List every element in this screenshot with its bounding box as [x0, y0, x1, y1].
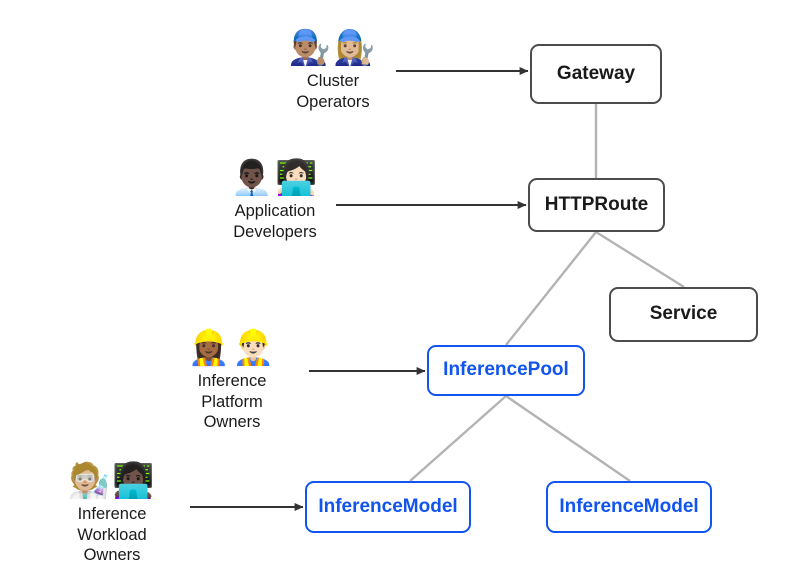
- actor-inference-platform-owners: 👷🏾‍♀️👷🏻‍♂️Inference Platform Owners: [180, 331, 284, 433]
- persona-arrows: [190, 67, 529, 511]
- node-label: InferencePool: [443, 359, 569, 381]
- node-label: HTTPRoute: [544, 193, 649, 215]
- actor-label: Inference Workload Owners: [77, 505, 147, 565]
- node-gateway[interactable]: Gateway: [530, 44, 662, 104]
- node-label: Gateway: [556, 62, 636, 84]
- node-inferencemodel-left[interactable]: InferenceModel: [305, 481, 471, 533]
- actor-label: Application Developers: [233, 202, 317, 241]
- man-office-worker-emoji-woman-technologist-emoji: 👨🏿‍💼👩🏻‍💻: [230, 158, 320, 198]
- actor-application-developers: 👨🏿‍💼👩🏻‍💻 Application Developers: [223, 161, 327, 242]
- scientist-emoji-woman-technologist-emoji: 🧑🏼‍🔬👩🏿‍💻: [67, 461, 157, 501]
- actor-label: Inference Platform Owners: [197, 372, 267, 432]
- connector-httproute-service: [595, 230, 685, 289]
- actor-label: Cluster Operators: [296, 72, 370, 111]
- connector-inferencepool-inferencemodel-right: [505, 395, 631, 482]
- actor-cluster-operators: 👨🏽‍🔧👩🏼‍🔧 Cluster Operators: [283, 31, 383, 112]
- woman-construction-worker-emoji-man-construction-worker-emoji: 👷🏾‍♀️👷🏻‍♂️: [187, 328, 277, 368]
- man-mechanic-emoji-woman-mechanic-emoji: 👨🏽‍🔧👩🏼‍🔧: [288, 28, 378, 68]
- node-label: Service: [649, 303, 718, 325]
- actor-inference-workload-owners: 🧑🏼‍🔬👩🏿‍💻Inference Workload Owners: [60, 464, 164, 566]
- node-httproute[interactable]: HTTPRoute: [528, 178, 665, 232]
- node-label: InferenceModel: [559, 495, 699, 517]
- node-service[interactable]: Service: [609, 287, 758, 342]
- node-inferencemodel-right[interactable]: InferenceModel: [546, 481, 712, 533]
- connector-httproute-inferencepool: [505, 231, 597, 346]
- connector-inferencepool-inferencemodel-left: [409, 395, 507, 482]
- node-inferencepool[interactable]: InferencePool: [427, 345, 585, 396]
- node-label: InferenceModel: [318, 495, 458, 517]
